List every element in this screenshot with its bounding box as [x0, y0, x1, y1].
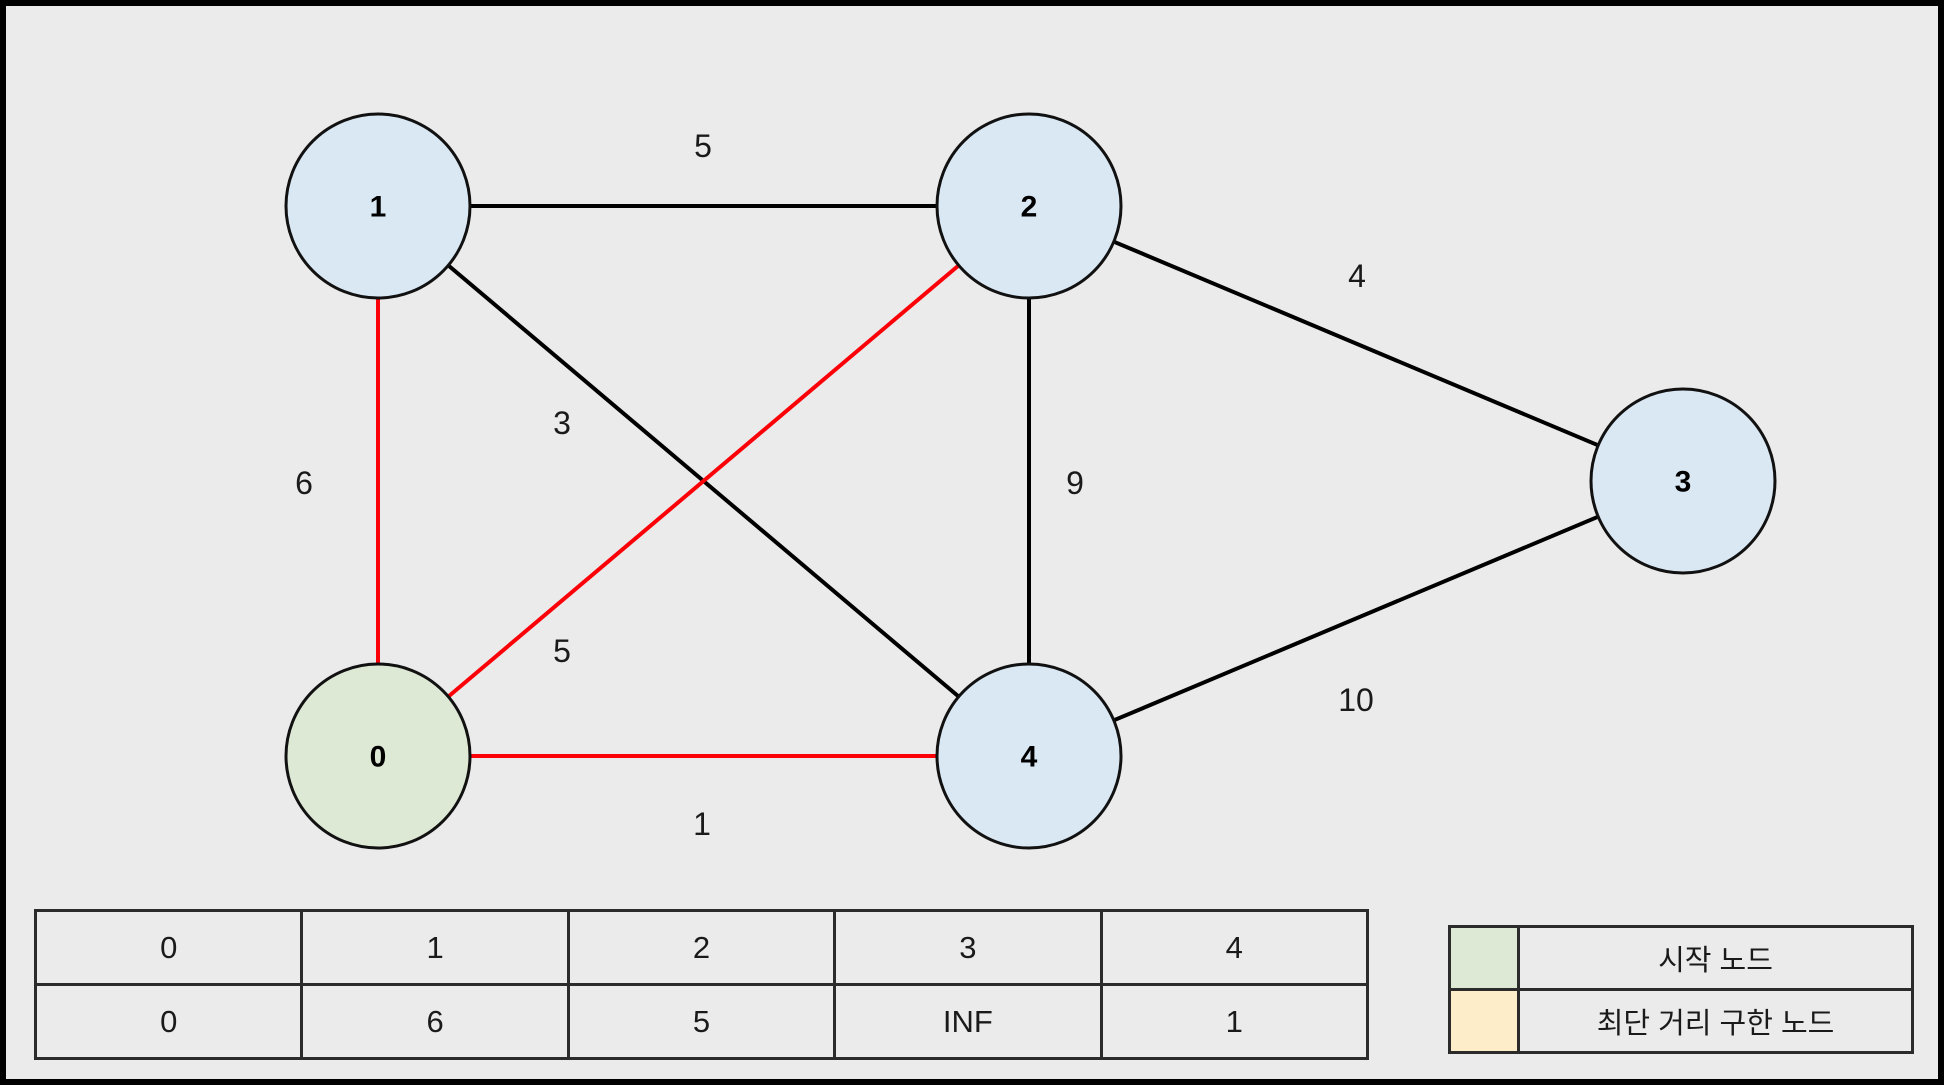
distance-table: 0 1 2 3 4 0 6 5 INF 1: [33, 909, 1370, 1060]
legend-label-settled-node: 최단 거리 구한 노드: [1517, 988, 1914, 1054]
table-cell-distance-0: 0: [33, 983, 304, 1060]
graph-node-label-3: 3: [1675, 466, 1692, 499]
table-cell-index-4: 4: [1099, 909, 1370, 986]
legend-box: 시작 노드 최단 거리 구한 노드: [1448, 925, 1914, 1054]
table-cell-distance-4: 1: [1099, 983, 1370, 1060]
legend-label-start-node: 시작 노드: [1517, 925, 1914, 991]
table-cell-index-3: 3: [833, 909, 1103, 986]
legend-row-start-node: 시작 노드: [1448, 925, 1914, 991]
table-cell-index-2: 2: [566, 909, 837, 986]
graph-node-label-0: 0: [370, 741, 387, 774]
table-cell-distance-3: INF: [833, 983, 1103, 1060]
table-cell-index-0: 0: [33, 909, 304, 986]
edge-4-3: [1113, 514, 1599, 723]
table-cell-distance-2: 5: [566, 983, 837, 1060]
edge-weight-label-2-3: 4: [1348, 258, 1366, 294]
graph-node-1[interactable]: [284, 112, 472, 300]
edge-weight-label-1-2: 5: [694, 128, 712, 164]
edge-weight-label-0-1: 6: [295, 465, 313, 501]
edges-layer: [376, 204, 1599, 758]
table-cell-distance-1: 6: [300, 983, 570, 1060]
legend-swatch-settled-node: [1448, 988, 1520, 1054]
table-cell-index-1: 1: [300, 909, 570, 986]
graph-node-4[interactable]: [935, 662, 1123, 850]
graph-diagram: 0 1 2 3 4 5 6 3 5 1 9 4 10: [284, 112, 1777, 850]
nodes-layer: 0 1 2 3 4: [284, 112, 1777, 850]
edge-0-2: [446, 263, 961, 699]
graph-node-label-4: 4: [1021, 741, 1038, 774]
graph-node-0[interactable]: [284, 662, 472, 850]
table-row-node-index: 0 1 2 3 4: [33, 909, 1370, 986]
legend-swatch-start-node: [1448, 925, 1520, 991]
edge-weight-label-2-4: 9: [1066, 465, 1084, 501]
graph-node-2[interactable]: [935, 112, 1123, 300]
edge-weight-label-4-3: 10: [1338, 682, 1374, 718]
legend-row-settled-node: 최단 거리 구한 노드: [1448, 988, 1914, 1054]
graph-node-label-1: 1: [370, 191, 387, 224]
edge-2-3: [1113, 239, 1599, 448]
table-row-distance-value: 0 6 5 INF 1: [33, 983, 1370, 1060]
graph-node-3[interactable]: [1589, 387, 1777, 575]
edge-weight-label-0-4: 1: [693, 806, 711, 842]
edge-weight-label-0-2: 5: [553, 633, 571, 669]
edge-weight-label-1-4: 3: [553, 405, 571, 441]
graph-node-label-2: 2: [1021, 191, 1038, 224]
